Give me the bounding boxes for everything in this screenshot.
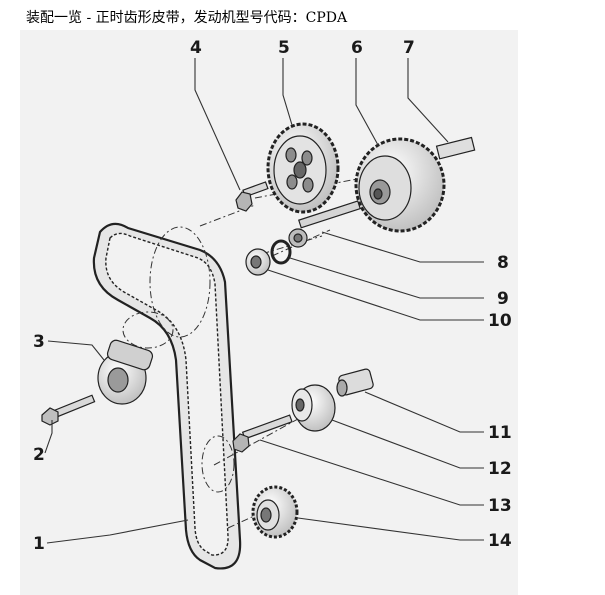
callout-2: 2 [33,445,45,465]
small-sprocket-10 [245,248,271,276]
callout-1: 1 [33,534,45,554]
callout-14: 14 [488,531,512,551]
pin-7 [435,136,476,160]
callout-5: 5 [278,38,290,58]
central-bolt-8 [288,200,361,248]
idler-roller-12 [291,384,336,432]
callout-12: 12 [488,459,512,479]
crankshaft-sprocket-14 [251,485,299,539]
bolt-4 [235,181,269,212]
camshaft-adjuster-6 [354,137,446,233]
callout-13: 13 [488,496,512,516]
callout-7: 7 [403,38,415,58]
callout-9: 9 [497,289,509,309]
leader-lines [44,58,484,544]
callout-11: 11 [488,423,512,443]
callout-10: 10 [488,311,512,331]
alignment-lines [122,171,396,529]
tensioner-roller-3 [97,339,154,405]
camshaft-sprocket-5 [266,122,340,214]
timing-belt [92,222,242,570]
callout-8: 8 [497,253,509,273]
o-ring-9 [270,239,292,265]
bolt-13 [232,414,293,453]
callout-labels: 1 2 3 4 5 6 7 8 9 10 11 12 13 14 [33,38,512,554]
sleeve-11 [336,368,374,397]
callout-3: 3 [33,332,45,352]
callout-6: 6 [351,38,363,58]
page-title: 装配一览 - 正时齿形皮带，发动机型号代码：CPDA [26,10,348,26]
callout-4: 4 [190,38,202,58]
bolt-2 [41,394,96,426]
